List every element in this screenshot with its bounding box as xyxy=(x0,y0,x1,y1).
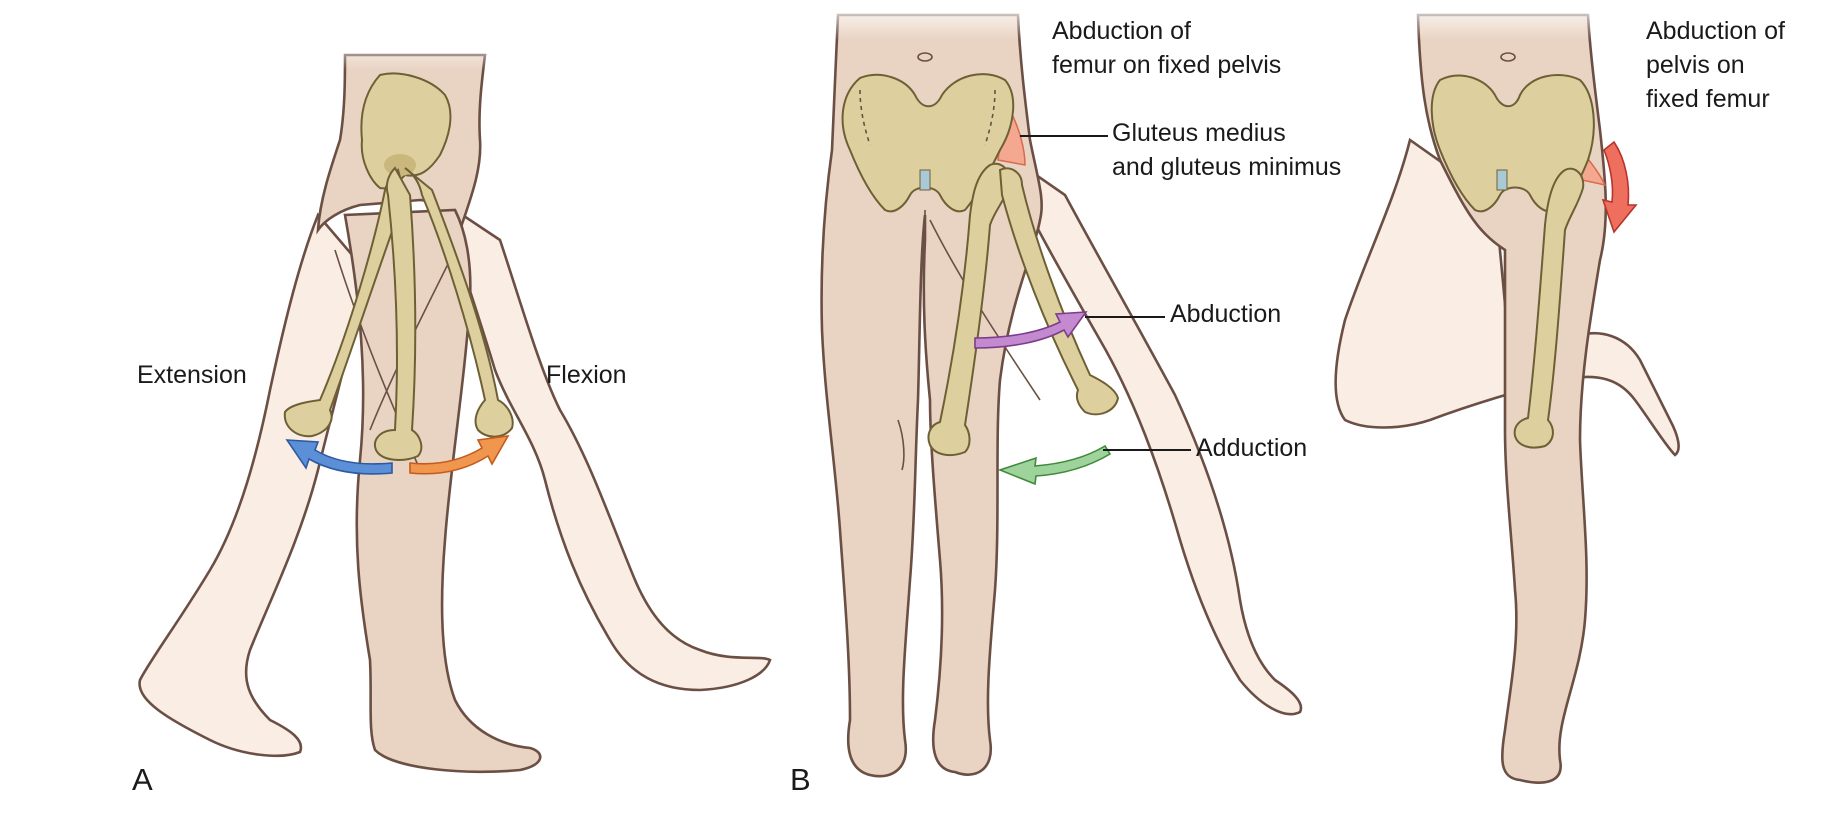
panel-letter-a: A xyxy=(132,762,153,797)
raised-leg xyxy=(1334,137,1680,457)
panel-b-femur: Abduction of femur on fixed pelvis Glute… xyxy=(790,0,1341,797)
muscle-label-line1: Gluteus medius xyxy=(1112,119,1286,147)
pelvis-arrow xyxy=(1601,140,1638,234)
femur-flexed xyxy=(404,167,514,438)
navel xyxy=(917,52,933,62)
torso-fade-b xyxy=(830,0,1030,40)
pubic-symphysis xyxy=(919,169,931,191)
pelvis-title-line2: pelvis on xyxy=(1646,51,1745,79)
torso-fade xyxy=(340,30,490,70)
extension-arrow xyxy=(285,439,393,475)
knee-line xyxy=(897,419,905,471)
abducted-leg xyxy=(997,146,1303,716)
panel-b-pelvis: Abduction of pelvis on fixed femur xyxy=(1334,0,1785,784)
femur-title-line2: femur on fixed pelvis xyxy=(1052,51,1281,79)
panel-a: Extension Flexion A xyxy=(132,30,772,797)
pelvis-title-line3: fixed femur xyxy=(1646,85,1770,113)
standing-leg xyxy=(343,208,542,774)
abduction-label: Abduction xyxy=(1170,300,1281,328)
navel-c xyxy=(1500,52,1516,62)
extension-label: Extension xyxy=(137,361,247,389)
femur-extended xyxy=(283,168,407,438)
femur-neutral xyxy=(374,166,423,461)
pelvis-title-line1: Abduction of xyxy=(1646,17,1785,45)
torso-fade-c xyxy=(1410,0,1600,40)
extended-leg xyxy=(138,212,367,758)
flexion-label: Flexion xyxy=(546,361,627,389)
flexed-leg xyxy=(437,196,772,692)
ilium-outline-left xyxy=(859,89,871,146)
abduction-arrow xyxy=(974,311,1088,349)
femur-fixed-c xyxy=(1513,167,1585,449)
femur-standing-b xyxy=(927,162,1012,457)
pelvis-bone-b xyxy=(841,73,1015,213)
flexion-arrow xyxy=(409,434,510,475)
panel-letter-b: B xyxy=(790,762,811,797)
ilium-outline-right xyxy=(984,89,996,146)
adduction-arrow xyxy=(997,444,1112,486)
femur-title-line1: Abduction of xyxy=(1052,17,1191,45)
adduction-label: Adduction xyxy=(1196,434,1307,462)
muscle-label-line2: and gluteus minimus xyxy=(1112,153,1341,181)
pubic-symphysis-c xyxy=(1496,169,1508,191)
